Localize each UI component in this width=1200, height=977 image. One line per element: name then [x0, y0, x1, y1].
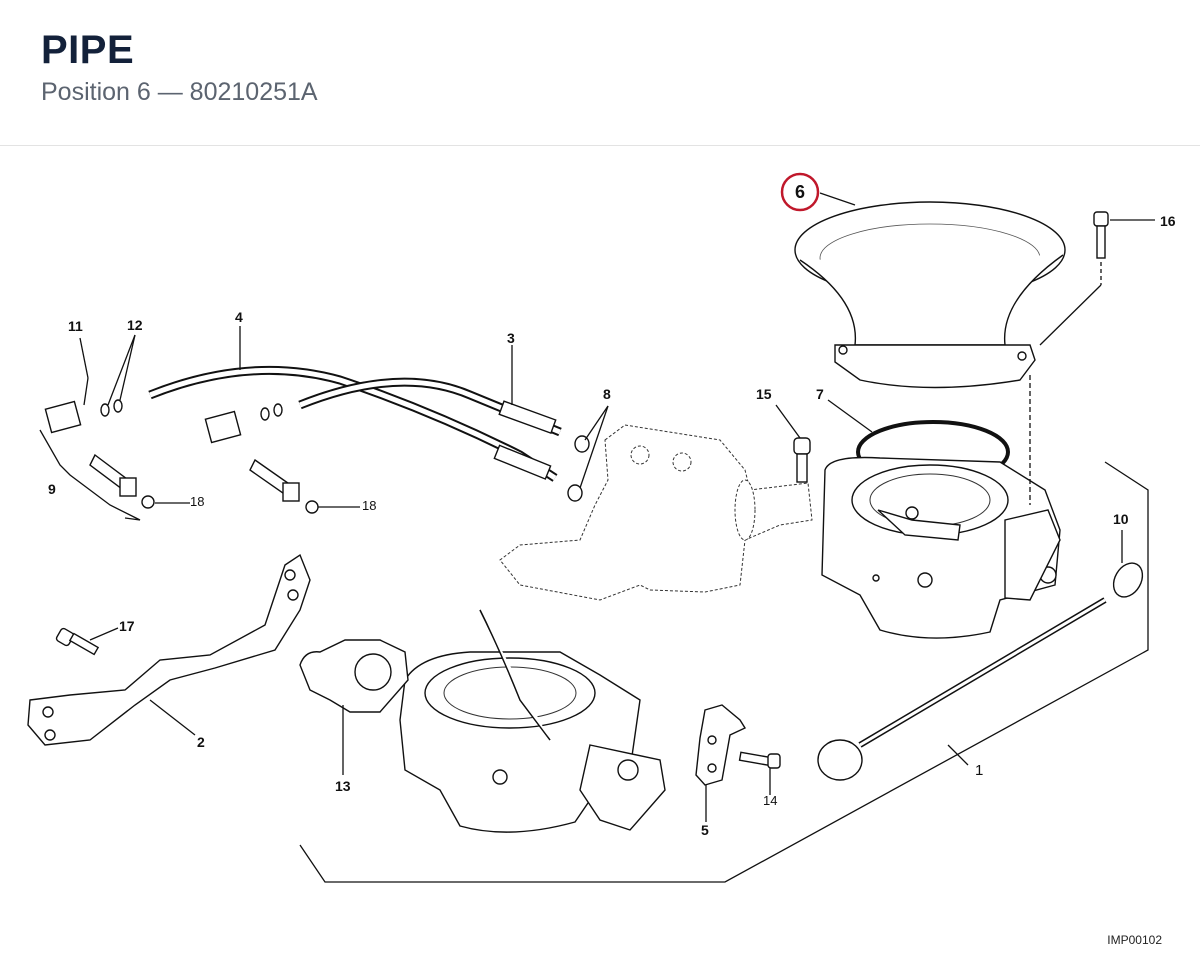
- part-14-screw[interactable]: [738, 751, 781, 769]
- leader-lines: [79, 192, 1155, 822]
- part-17-bolt[interactable]: [55, 627, 100, 656]
- callout-18-right: 18: [362, 498, 376, 513]
- throttle-body-left[interactable]: [399, 609, 666, 833]
- throttle-body-right[interactable]: [821, 456, 1061, 639]
- highlight-circle: [780, 172, 820, 212]
- page-header: PIPE Position 6 — 80210251A: [0, 0, 1200, 146]
- intake-manifold-ghost: [499, 424, 813, 601]
- part-6-pipe[interactable]: [794, 201, 1066, 389]
- callout-10: 10: [1113, 511, 1129, 527]
- callout-labels: 16 15 7 8 3 4 11 12 9 18 18 10 17 2 13 5…: [48, 213, 1176, 838]
- callout-13: 13: [335, 778, 351, 794]
- callout-6: 6: [795, 182, 805, 202]
- diagram-code: IMP00102: [1107, 933, 1162, 947]
- callout-9: 9: [48, 481, 56, 497]
- callout-7: 7: [816, 386, 824, 402]
- part-16-screw[interactable]: [1093, 211, 1109, 285]
- part-18-clips[interactable]: [141, 495, 319, 514]
- part-9-sensor[interactable]: [39, 429, 300, 521]
- callout-3: 3: [507, 330, 515, 346]
- page-subtitle: Position 6 — 80210251A: [41, 78, 318, 106]
- part-15-screw[interactable]: [793, 437, 811, 483]
- part-13-position-sensor[interactable]: [299, 639, 409, 713]
- part-2-bracket[interactable]: [27, 553, 311, 746]
- page-title: PIPE: [41, 28, 135, 72]
- callout-4: 4: [235, 309, 243, 325]
- callout-14: 14: [763, 793, 777, 808]
- part-5-bracket[interactable]: [695, 704, 747, 786]
- highlight-marker[interactable]: 6: [780, 172, 820, 212]
- part-1-link-rod[interactable]: [817, 558, 1148, 781]
- part-11-connector-left[interactable]: [44, 377, 242, 444]
- callout-15: 15: [756, 386, 772, 402]
- assembly-outline: [299, 461, 1149, 883]
- part-12-o-rings[interactable]: [100, 399, 283, 421]
- callout-12: 12: [127, 317, 143, 333]
- callout-11: 11: [68, 318, 83, 334]
- callout-1: 1: [975, 762, 983, 779]
- part-8-washers[interactable]: [567, 435, 590, 502]
- callout-17: 17: [119, 618, 135, 634]
- callout-18-left: 18: [190, 494, 204, 509]
- callout-2: 2: [197, 734, 205, 750]
- part-3-4-hoses[interactable]: [148, 365, 562, 482]
- callout-16: 16: [1160, 213, 1176, 229]
- callout-5: 5: [701, 822, 709, 838]
- callout-8: 8: [603, 386, 611, 402]
